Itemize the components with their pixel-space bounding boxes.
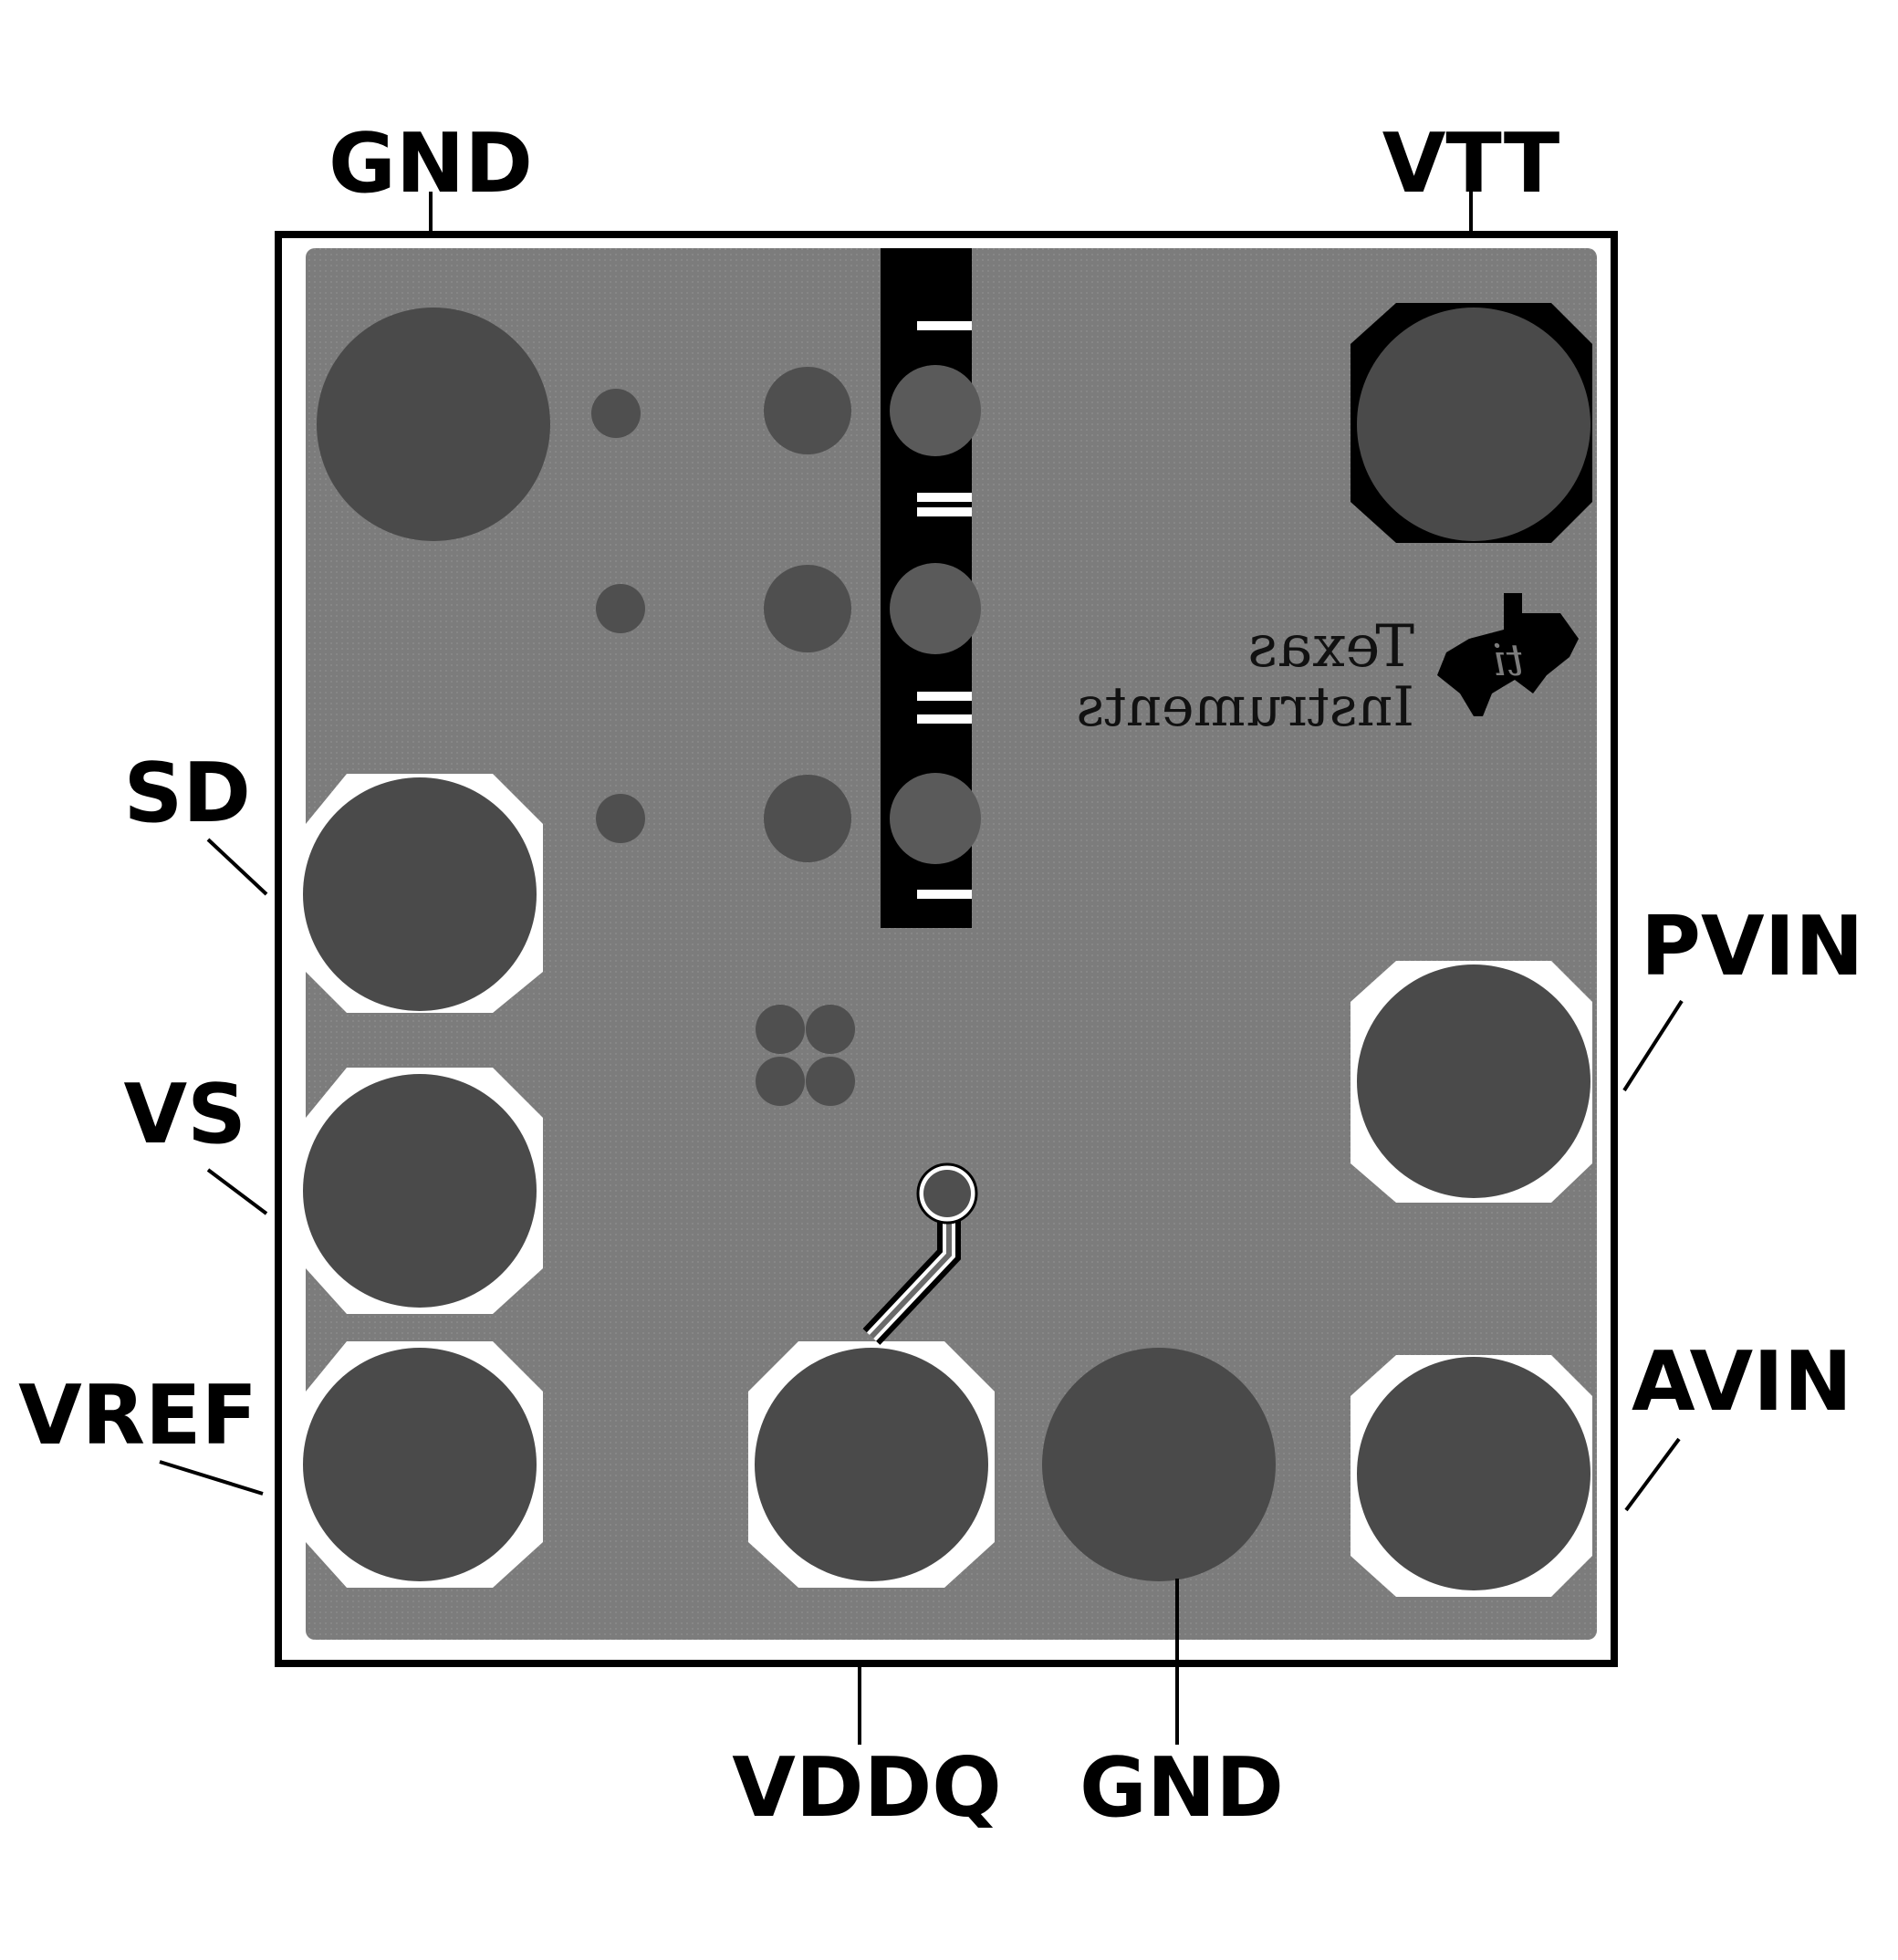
via (596, 584, 645, 633)
vddq-pad (755, 1348, 988, 1581)
strip-via (890, 563, 981, 654)
sense-strip (881, 248, 981, 928)
via (756, 1005, 805, 1054)
leader-lines (159, 192, 1684, 1745)
via (756, 1057, 805, 1106)
ti-logo: Texas Instruments ti (1076, 593, 1579, 739)
logo-line2: Instruments (1076, 675, 1414, 739)
label-gnd-top: GND (328, 116, 533, 212)
strip-via (890, 365, 981, 456)
vddq-sense-via (923, 1170, 971, 1217)
vs-leader (206, 1168, 268, 1215)
label-vref: VREF (18, 1368, 257, 1464)
via-array (591, 367, 855, 1106)
vtt-pad (1357, 308, 1590, 541)
svg-text:ti: ti (1492, 635, 1524, 686)
pads (303, 308, 1590, 1590)
via (591, 389, 641, 438)
via (596, 794, 645, 843)
ti-texas-state-icon (1437, 593, 1579, 716)
label-vtt: VTT (1382, 116, 1560, 212)
vref-pad (303, 1348, 537, 1581)
via (764, 367, 851, 454)
vref-leader (159, 1460, 264, 1496)
sd-leader (206, 838, 268, 896)
via (806, 1057, 855, 1106)
via (806, 1005, 855, 1054)
pvin-pad (1357, 964, 1590, 1198)
label-gnd-bottom: GND (1079, 1740, 1284, 1836)
pvin-leader (1622, 999, 1684, 1092)
avin-leader (1624, 1437, 1681, 1512)
label-vddq: VDDQ (732, 1740, 1002, 1836)
via (764, 775, 851, 862)
gnd-bottom-pad (1042, 1348, 1276, 1581)
vs-pad (303, 1074, 537, 1308)
gnd-top-pad (317, 308, 550, 541)
label-avin: AVIN (1632, 1334, 1852, 1430)
sd-pad (303, 777, 537, 1011)
avin-pad (1357, 1357, 1590, 1590)
via (764, 565, 851, 652)
label-vs: VS (124, 1067, 246, 1162)
strip-via (890, 773, 981, 864)
label-sd: SD (123, 745, 251, 841)
vddq-sense-trace (862, 1162, 978, 1345)
logo-line1: Texas (1247, 613, 1414, 681)
label-pvin: PVIN (1641, 899, 1863, 995)
